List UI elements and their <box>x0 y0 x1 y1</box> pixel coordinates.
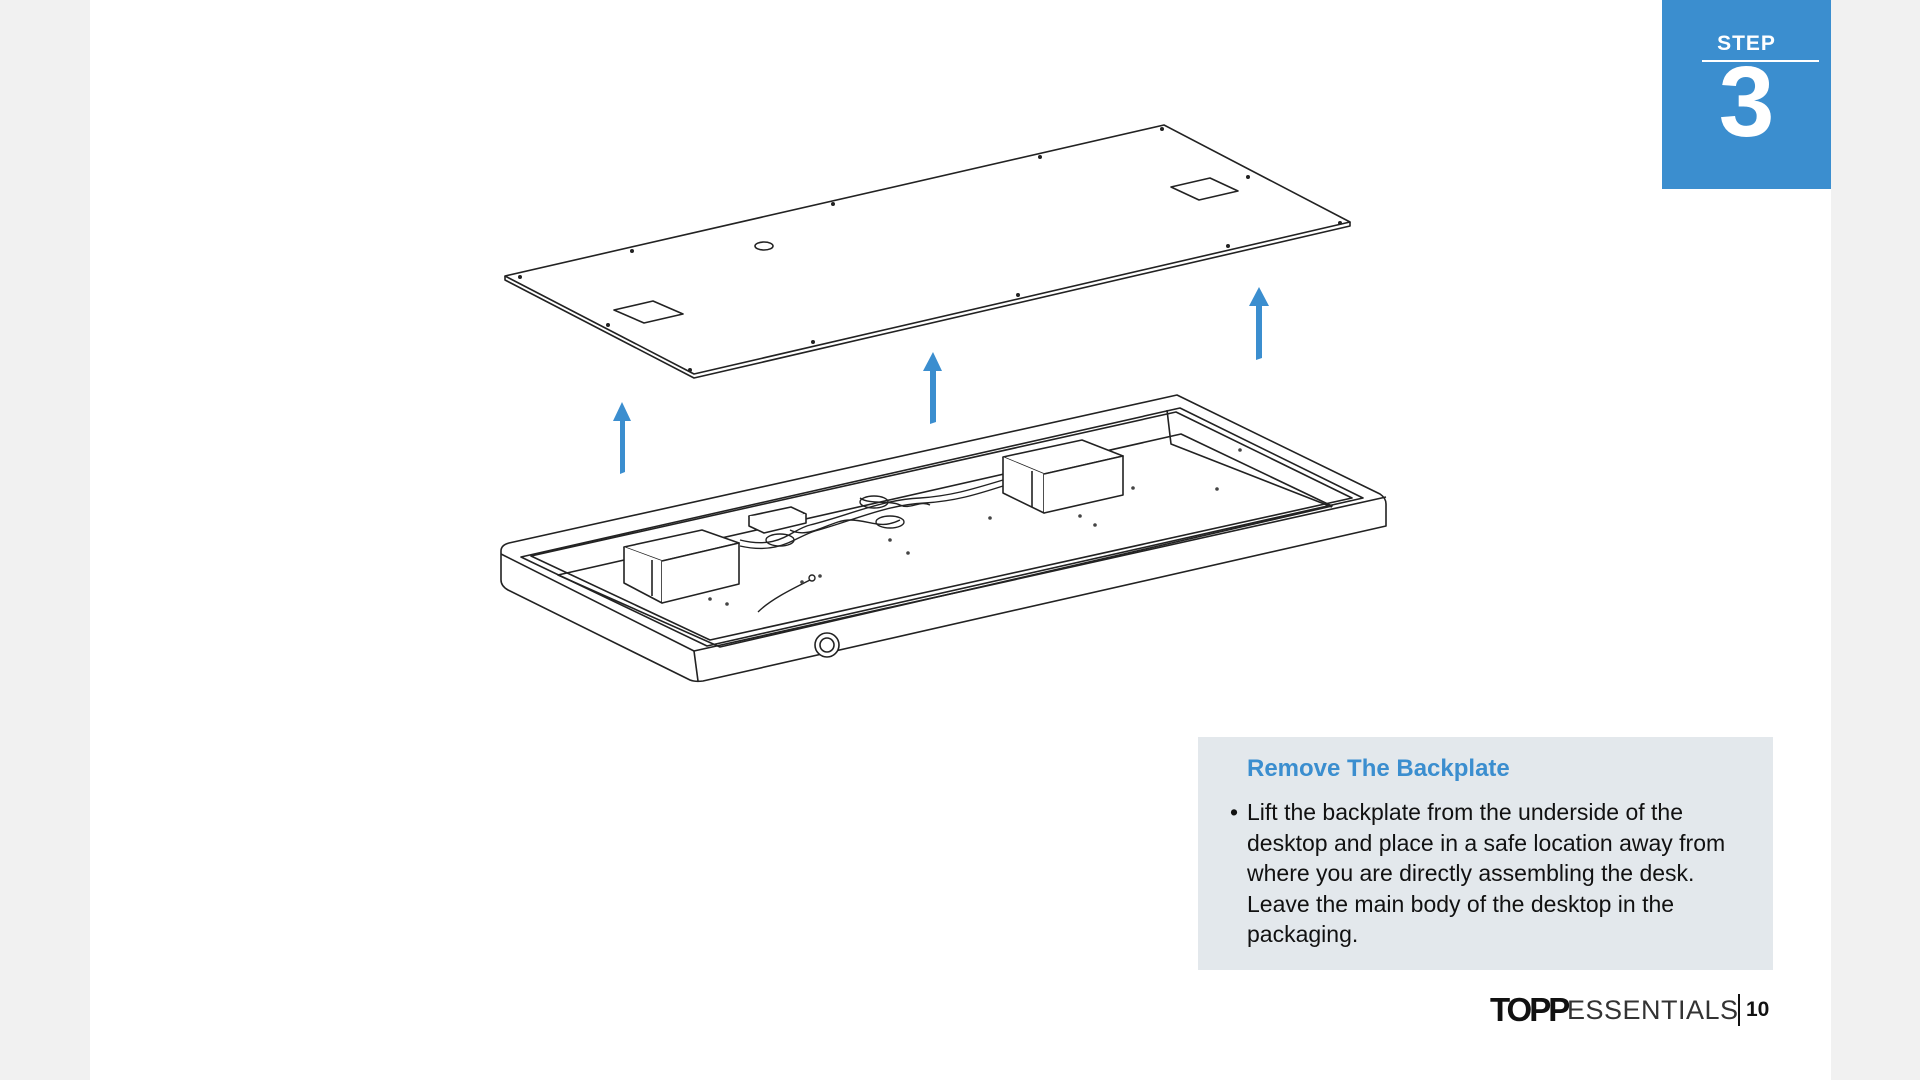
up-arrow-icon <box>1249 287 1269 360</box>
assembly-illustration <box>500 124 1387 683</box>
cable-bundle <box>739 479 1004 613</box>
step-divider <box>1702 60 1819 62</box>
front-port <box>814 632 840 658</box>
left-control-box <box>623 529 740 604</box>
instruction-item: • Lift the backplate from the underside … <box>1230 797 1730 950</box>
backplate <box>504 124 1351 379</box>
step-number: 3 <box>1718 46 1775 158</box>
brand-logo: TOPP <box>1490 991 1570 1028</box>
instruction-box: Remove The Backplate • Lift the backplat… <box>1198 737 1773 970</box>
step-badge: STEP 3 <box>1662 0 1831 189</box>
up-arrow-icon <box>613 402 631 474</box>
brand-name: ESSENTIALS <box>1567 995 1739 1025</box>
footer-divider <box>1738 994 1740 1026</box>
page-footer: TOPP ESSENTIALS 10 <box>1490 990 1810 1030</box>
bullet-icon: • <box>1230 799 1239 825</box>
page-number: 10 <box>1746 998 1770 1021</box>
manual-page: STEP 3 <box>90 0 1831 1080</box>
up-arrows <box>613 287 1269 474</box>
step-label: STEP <box>1717 32 1776 55</box>
instruction-text: Lift the backplate from the underside of… <box>1247 799 1726 947</box>
up-arrow-icon <box>923 352 942 424</box>
connector-hub <box>748 506 807 534</box>
right-control-box <box>1002 439 1124 514</box>
desktop-frame <box>500 394 1387 683</box>
instruction-title: Remove The Backplate <box>1247 755 1510 782</box>
